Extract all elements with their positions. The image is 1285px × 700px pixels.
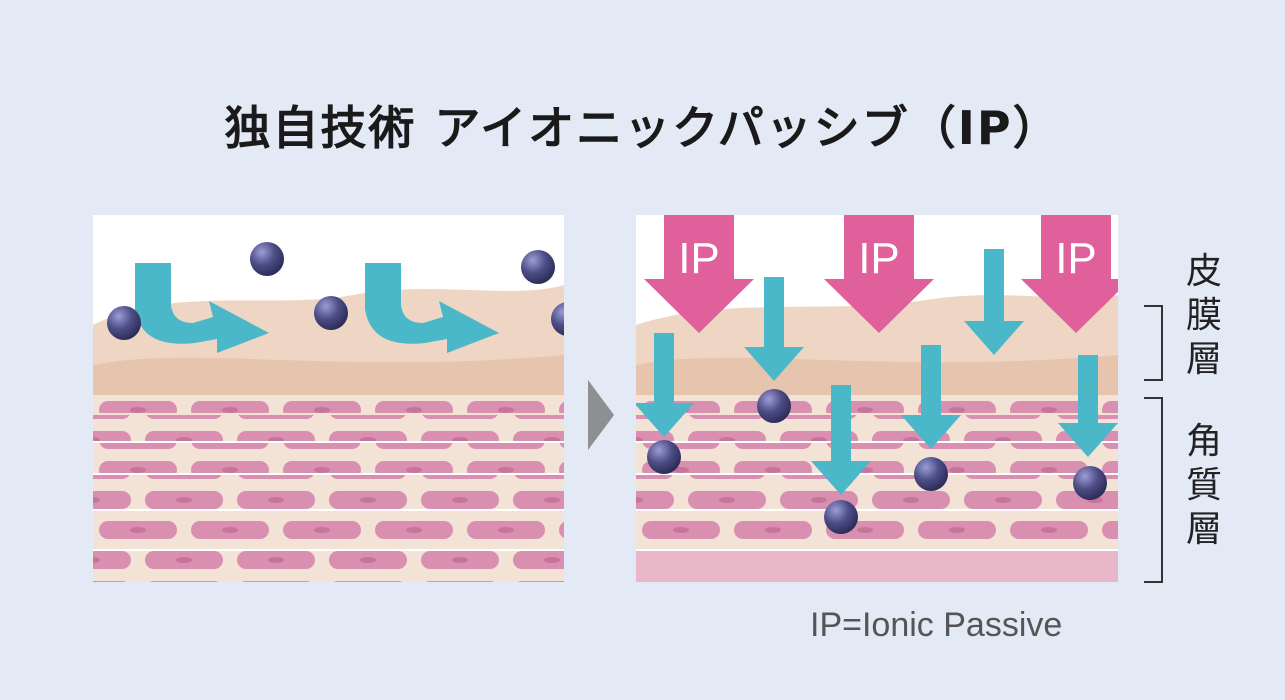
bounce-arrow bbox=[135, 263, 269, 353]
penetration-arrows bbox=[636, 249, 1118, 495]
stratum-corneum-text: 角 質 層 bbox=[1185, 421, 1222, 550]
after-panel: IP IP IP bbox=[636, 215, 1118, 582]
page-title: 独自技術 アイオニックパッシブ（IP） bbox=[224, 101, 1061, 155]
epidermis-film-label: 皮 膜 層 bbox=[1180, 250, 1228, 382]
footnote: IP=Ionic Passive bbox=[810, 606, 1063, 644]
transition-arrow-icon bbox=[588, 380, 614, 450]
ip-arrow-label: IP bbox=[678, 234, 720, 283]
before-panel bbox=[93, 215, 564, 582]
ip-arrow-label: IP bbox=[858, 234, 900, 283]
after-illustration: IP IP IP bbox=[636, 215, 1118, 582]
ip-arrow: IP bbox=[824, 215, 934, 333]
ip-arrow: IP bbox=[1021, 215, 1118, 333]
particles bbox=[647, 389, 1107, 534]
corneum-cells bbox=[93, 399, 564, 582]
epidermis-bracket bbox=[1144, 305, 1163, 381]
before-illustration bbox=[93, 215, 564, 582]
epidermis-film-text: 皮 膜 層 bbox=[1185, 251, 1222, 380]
ip-arrow-label: IP bbox=[1055, 234, 1097, 283]
corneum-cells bbox=[636, 399, 1118, 582]
corneum-bracket bbox=[1144, 397, 1163, 583]
stratum-corneum-label: 角 質 層 bbox=[1180, 420, 1228, 552]
particles bbox=[107, 242, 564, 340]
ip-arrow: IP bbox=[644, 215, 754, 333]
bounce-arrow bbox=[365, 263, 499, 353]
